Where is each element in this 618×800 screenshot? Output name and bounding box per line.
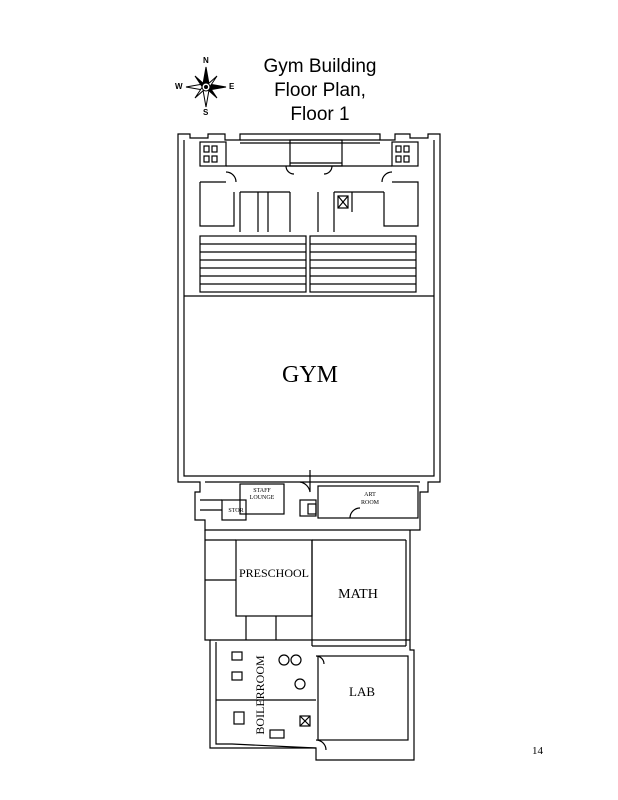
room-label-gym: GYM — [282, 362, 338, 388]
room-label-art-room-line2: ROOM — [361, 500, 380, 506]
title-line-3: Floor 1 — [290, 104, 350, 125]
page-number: 14 — [532, 745, 543, 757]
title-line-2: Floor Plan, — [274, 80, 366, 101]
room-label-stor: STOR — [228, 508, 243, 514]
compass-south-label: S — [203, 108, 209, 117]
room-label-boiler-room: BOILERROOM — [253, 655, 267, 735]
room-label-art-room-line1: ART — [364, 492, 376, 498]
building-walls — [177, 133, 441, 761]
compass-north-label: N — [203, 56, 209, 65]
room-label-lab: LAB — [349, 684, 375, 699]
title-line-1: Gym Building — [263, 56, 377, 77]
room-label-math: MATH — [338, 587, 378, 602]
room-label-staff-lounge-line1: STAFF — [253, 488, 271, 494]
room-label-preschool: PRESCHOOL — [239, 566, 309, 580]
room-label-staff-lounge-line2: LOUNGE — [250, 495, 275, 501]
compass-west-label: W — [175, 82, 183, 91]
compass-rose-icon — [185, 66, 227, 108]
compass-east-label: E — [229, 82, 235, 91]
